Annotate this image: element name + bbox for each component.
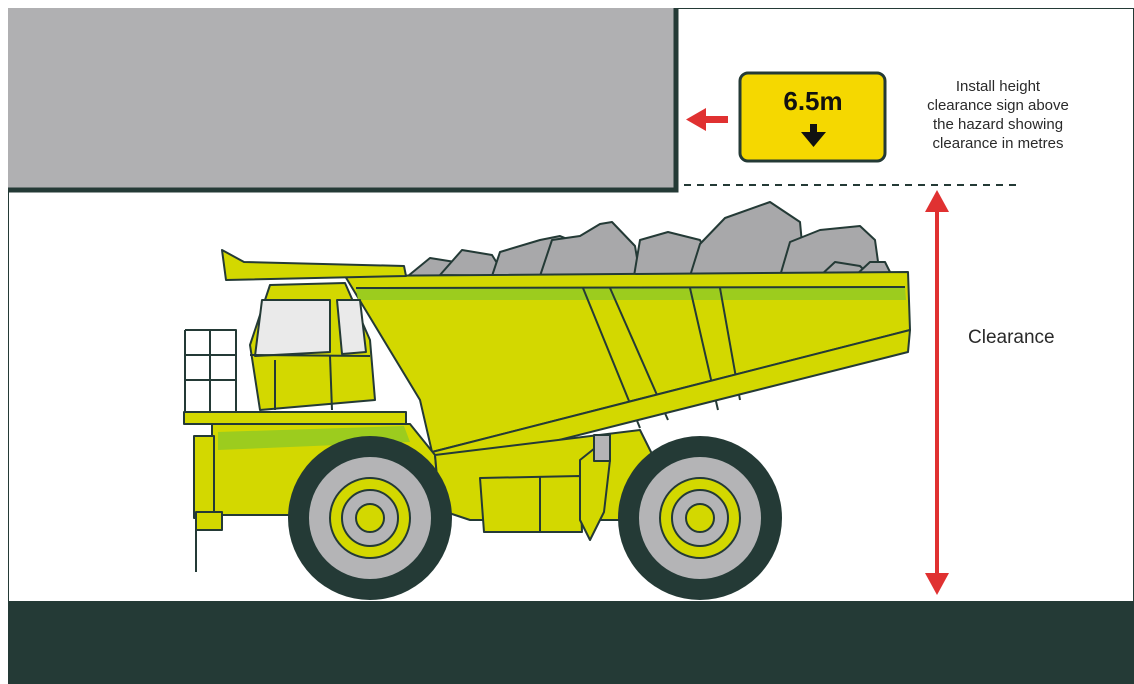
- front-railing: [185, 330, 236, 412]
- note-line-1: Install height: [868, 77, 1128, 96]
- haul-truck: [184, 202, 910, 600]
- clearance-arrow: [925, 190, 949, 595]
- instruction-note: Install height clearance sign above the …: [868, 77, 1128, 153]
- ground: [8, 601, 1134, 684]
- canopy: [222, 250, 406, 280]
- rear-wheel: [618, 436, 782, 600]
- note-line-3: the hazard showing: [868, 115, 1128, 134]
- note-line-4: clearance in metres: [868, 134, 1128, 153]
- rock-load: [408, 202, 892, 276]
- sign-clearance-value: 6.5m: [740, 86, 886, 117]
- note-line-2: clearance sign above: [868, 96, 1128, 115]
- left-arrow-icon: [686, 108, 728, 131]
- front-wheel: [288, 436, 452, 600]
- overhead-structure: [8, 8, 676, 190]
- clearance-label: Clearance: [968, 327, 1055, 349]
